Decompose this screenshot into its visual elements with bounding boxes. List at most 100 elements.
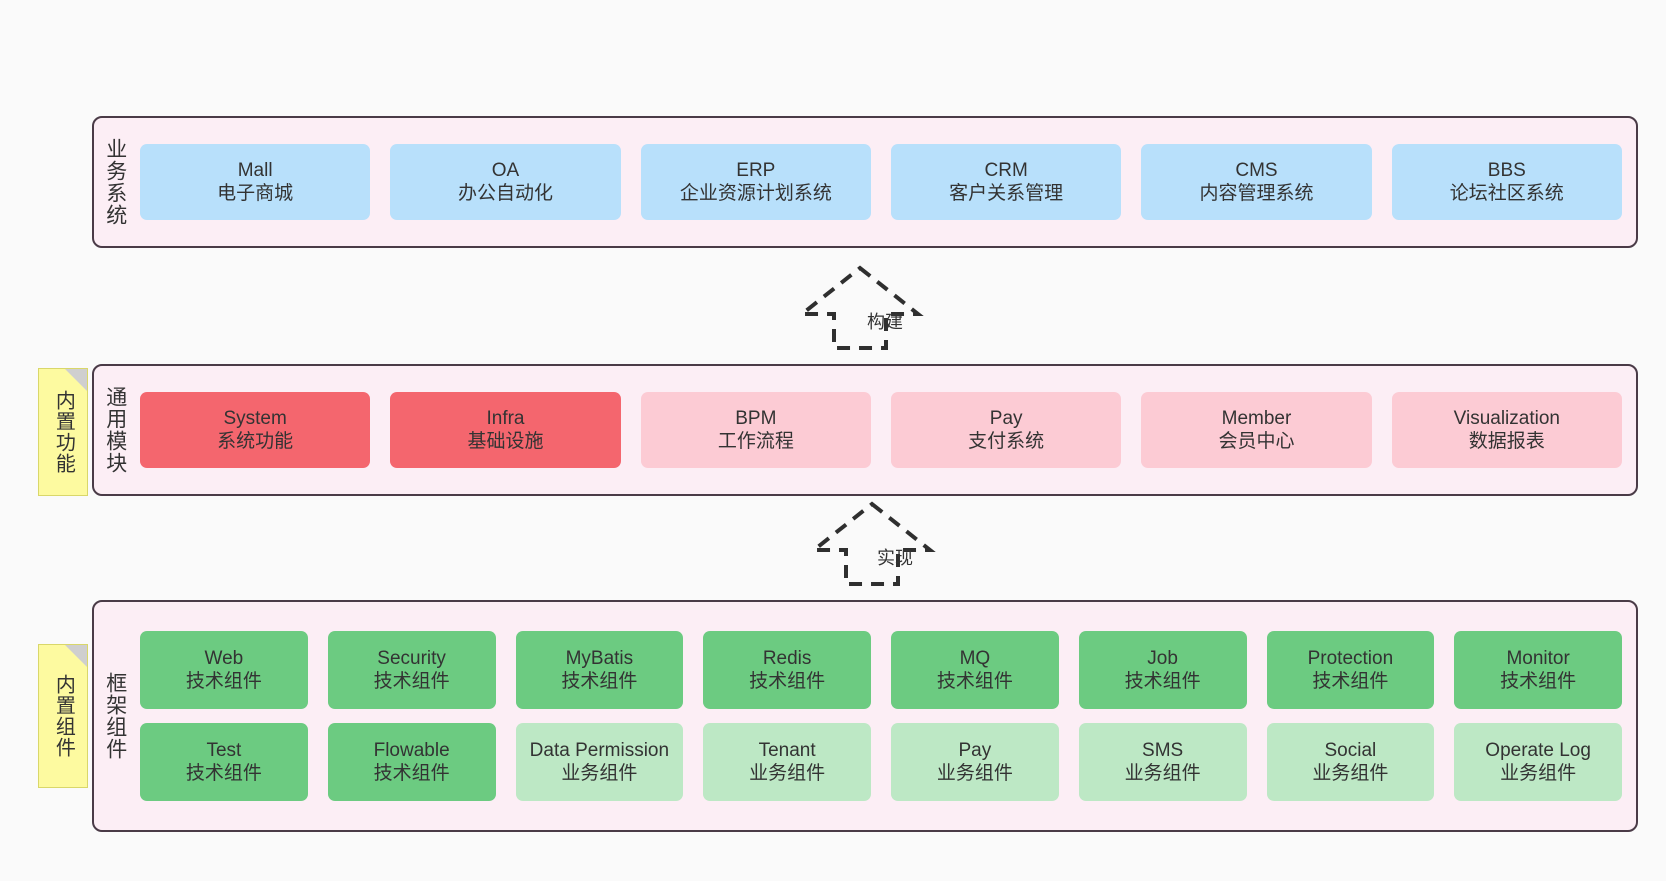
- card-title-cn: 会员中心: [1218, 431, 1295, 452]
- card-title-en: Pay: [989, 407, 1023, 429]
- connector-implement-arrow: [802, 498, 942, 588]
- card-title-en: Test: [206, 739, 242, 761]
- card-title-en: ERP: [736, 159, 776, 181]
- card-title-en: Tenant: [758, 739, 816, 761]
- card-title-en: BPM: [735, 407, 777, 429]
- card-title-en: CMS: [1235, 159, 1278, 181]
- card-title-en: CRM: [984, 159, 1028, 181]
- card-title-en: Web: [204, 647, 244, 669]
- card-title-cn: 技术组件: [561, 671, 638, 692]
- card-title-en: Flowable: [373, 739, 450, 761]
- card-title-en: Monitor: [1506, 647, 1570, 669]
- card-title-en: Visualization: [1453, 407, 1560, 429]
- card-title-cn: 技术组件: [749, 671, 826, 692]
- card-title-cn: 办公自动化: [457, 183, 553, 204]
- card-title-cn: 业务组件: [1500, 763, 1577, 784]
- note-builtin-components: 内置组件: [38, 644, 88, 788]
- card-title-cn: 业务组件: [561, 763, 638, 784]
- card-title-cn: 技术组件: [373, 763, 450, 784]
- card-title-en: Mall: [237, 159, 273, 181]
- card-title-cn: 内容管理系统: [1199, 183, 1314, 204]
- card-title-en: Job: [1147, 647, 1178, 669]
- card-title-cn: 论坛社区系统: [1449, 183, 1564, 204]
- card-title-cn: 技术组件: [1500, 671, 1577, 692]
- connector-build-arrow: [790, 262, 930, 352]
- card-title-cn: 业务组件: [936, 763, 1013, 784]
- card-title-en: Data Permission: [529, 739, 670, 761]
- card-title-en: Pay: [958, 739, 992, 761]
- card-title-cn: 业务组件: [1124, 763, 1201, 784]
- card-title-en: MyBatis: [565, 647, 634, 669]
- card-title-cn: 电子商城: [217, 183, 294, 204]
- card-title-cn: 基础设施: [467, 431, 544, 452]
- card-title-cn: 业务组件: [749, 763, 826, 784]
- card-title-cn: 技术组件: [936, 671, 1013, 692]
- layer-title-business-system: 业务系统: [103, 138, 127, 226]
- card-title-cn: 系统功能: [217, 431, 294, 452]
- card-title-en: System: [223, 407, 287, 429]
- card-title-cn: 技术组件: [373, 671, 450, 692]
- card-title-cn: 业务组件: [1312, 763, 1389, 784]
- layer-title-framework-component: 框架组件: [103, 672, 127, 760]
- card-title-en: Security: [377, 647, 446, 669]
- card-title-en: Member: [1221, 407, 1292, 429]
- card-title-en: BBS: [1487, 159, 1526, 181]
- card-title-cn: 技术组件: [1124, 671, 1201, 692]
- card-title-en: Redis: [762, 647, 812, 669]
- card-title-cn: 技术组件: [1312, 671, 1389, 692]
- card-title-en: Operate Log: [1485, 739, 1591, 761]
- connector-build-label: 构建: [867, 312, 903, 332]
- connector-implement-label: 实现: [877, 548, 913, 568]
- card-title-en: Protection: [1307, 647, 1394, 669]
- card-title-en: SMS: [1142, 739, 1184, 761]
- card-title-cn: 企业资源计划系统: [679, 183, 832, 204]
- card-title-cn: 客户关系管理: [949, 183, 1064, 204]
- layer-title-common-module: 通用模块: [103, 386, 127, 474]
- card-title-cn: 技术组件: [185, 671, 262, 692]
- card-title-cn: 工作流程: [717, 431, 794, 452]
- card-title-cn: 支付系统: [968, 431, 1045, 452]
- card-title-cn: 数据报表: [1468, 431, 1545, 452]
- card-title-en: Infra: [486, 407, 525, 429]
- card-title-en: OA: [491, 159, 520, 181]
- card-title-en: Social: [1324, 739, 1377, 761]
